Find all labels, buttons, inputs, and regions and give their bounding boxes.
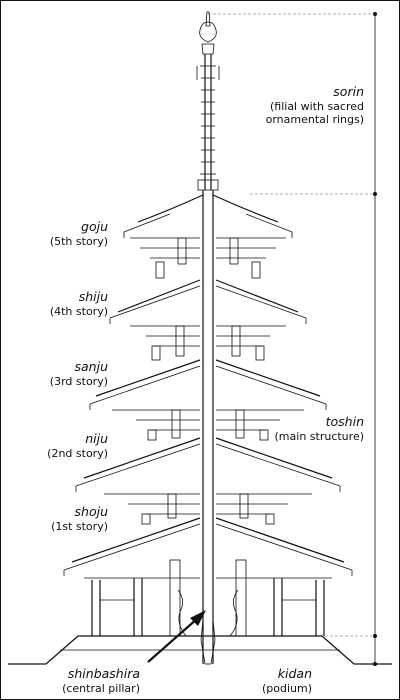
label-goju: goju (5th story) (50, 219, 108, 248)
label-toshin-name: toshin (326, 414, 364, 429)
shinbashira-pointer (147, 610, 206, 663)
label-sorin-sub1: (filial with sacred (270, 100, 364, 113)
label-niju-sub: (2nd story) (47, 447, 108, 460)
label-kidan-sub: (podium) (262, 682, 312, 695)
label-shoju-sub: (1st story) (51, 520, 108, 533)
label-niju: niju (2nd story) (47, 431, 108, 460)
label-kidan: kidan (podium) (262, 666, 312, 695)
label-shoju-name: shoju (75, 504, 109, 519)
spire-sorin (196, 11, 220, 191)
label-shinbashira: shinbashira (central pillar) (62, 666, 140, 695)
label-sorin-name: sorin (333, 84, 364, 99)
label-sorin: sorin (filial with sacred ornamental rin… (266, 84, 364, 126)
roof-shiju (109, 279, 307, 347)
sacred-rings (196, 65, 220, 175)
label-shinbashira-name: shinbashira (68, 666, 140, 681)
dimension-tick-toshin (373, 634, 377, 638)
roof-sanju (89, 359, 327, 431)
arrow-head-icon (190, 610, 206, 626)
label-shoju: shoju (1st story) (51, 504, 108, 533)
label-goju-name: goju (81, 219, 108, 234)
label-toshin-sub: (main structure) (275, 430, 364, 443)
label-kidan-name: kidan (278, 666, 312, 681)
dimension-tick-sorin (373, 192, 377, 196)
label-toshin: toshin (main structure) (275, 414, 365, 443)
label-sanju: sanju (3rd story) (50, 359, 108, 388)
ground-floor-structure (91, 559, 325, 637)
label-shiju: shiju (4th story) (50, 289, 108, 318)
label-sanju-sub: (3rd story) (50, 375, 108, 388)
label-shiju-name: shiju (79, 289, 108, 304)
label-goju-sub: (5th story) (50, 235, 108, 248)
label-niju-name: niju (85, 431, 108, 446)
label-shiju-sub: (4th story) (50, 305, 108, 318)
roof-goju (123, 194, 293, 259)
label-shinbashira-sub: (central pillar) (62, 682, 140, 695)
roof-niju (75, 437, 341, 515)
central-pillar-shinbashira (200, 190, 216, 665)
bracket-sets (141, 237, 275, 525)
podium-kidan (8, 635, 392, 665)
label-sorin-sub2: ornamental rings) (266, 113, 364, 126)
dimension-tick-top (373, 12, 377, 16)
label-sanju-name: sanju (75, 359, 109, 374)
